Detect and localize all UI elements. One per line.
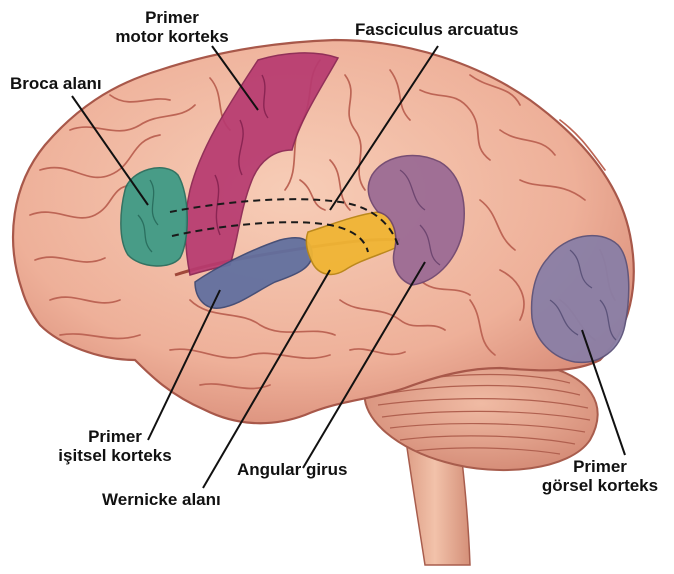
label-primary-visual-cortex: Primer görsel korteks — [530, 457, 670, 495]
label-primary-auditory-cortex: Primer işitsel korteks — [40, 427, 190, 465]
label-fasciculus-arcuatus: Fasciculus arcuatus — [355, 20, 518, 39]
label-wernicke-area: Wernicke alanı — [102, 490, 221, 509]
label-angular-gyrus: Angular girus — [237, 460, 348, 479]
label-primary-motor-cortex: Primer motor korteks — [102, 8, 242, 46]
label-primary-auditory-line1: Primer — [40, 427, 190, 446]
label-primary-visual-line1: Primer — [530, 457, 670, 476]
label-primary-motor-line1: Primer — [102, 8, 242, 27]
label-broca-area: Broca alanı — [10, 74, 102, 93]
label-primary-auditory-line2: işitsel korteks — [40, 446, 190, 465]
label-primary-visual-line2: görsel korteks — [530, 476, 670, 495]
label-primary-motor-line2: motor korteks — [102, 27, 242, 46]
